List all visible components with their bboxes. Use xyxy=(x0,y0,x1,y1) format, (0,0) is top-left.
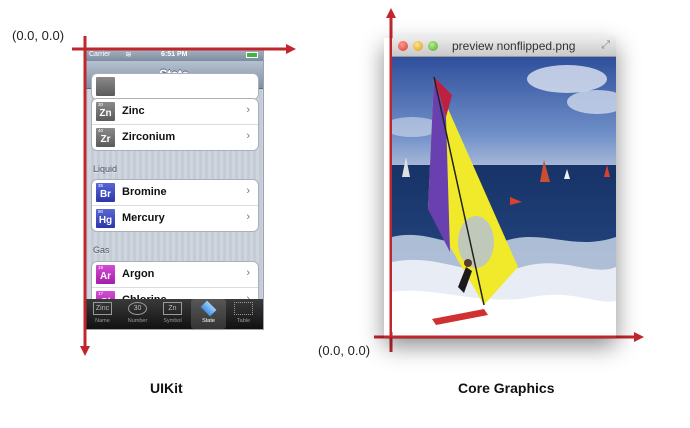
element-tile: 18 Ar xyxy=(96,265,115,284)
element-tile xyxy=(96,77,115,96)
chevron-right-icon: › xyxy=(246,267,250,279)
partial-group xyxy=(91,73,259,100)
preview-window: preview nonflipped.png ⤢ xyxy=(392,36,616,332)
element-tile: 40 Zr xyxy=(96,128,115,147)
section-header-gas: Gas xyxy=(93,245,110,255)
element-symbol: Hg xyxy=(98,215,113,226)
table-row[interactable]: 35 Br Bromine › xyxy=(92,180,258,206)
table-row[interactable]: 30 Zn Zinc › xyxy=(92,99,258,125)
element-name: Argon xyxy=(122,268,155,280)
chevron-right-icon: › xyxy=(246,130,250,142)
element-name: Mercury xyxy=(122,212,165,224)
tab-label: State xyxy=(202,318,215,324)
table-group-solid: 30 Zn Zinc › 40 Zr Zirconium › xyxy=(91,98,259,151)
chevron-right-icon: › xyxy=(246,211,250,223)
element-name: Zirconium xyxy=(122,131,176,143)
uikit-caption: UIKit xyxy=(150,380,183,396)
element-name: Zinc xyxy=(122,105,145,117)
tab-label: Name xyxy=(95,318,110,324)
element-symbol: Ar xyxy=(99,271,112,282)
atomic-number: 17 xyxy=(98,291,104,296)
tab-label: Symbol xyxy=(163,318,182,324)
status-bar: Carrier ≋ 6:51 PM xyxy=(85,49,263,61)
element-tile: 35 Br xyxy=(96,183,115,202)
atomic-number: 18 xyxy=(98,265,104,270)
wifi-icon: ≋ xyxy=(125,50,132,59)
carrier-label: Carrier xyxy=(89,51,111,58)
table-group-liquid: 35 Br Bromine › 80 Hg Mercury › xyxy=(91,179,259,232)
tab-number[interactable]: 30 Number xyxy=(120,299,155,329)
iphone-screen: Carrier ≋ 6:51 PM State 30 Zn Zinc › xyxy=(85,49,263,329)
zoom-button[interactable] xyxy=(428,41,438,51)
table-row[interactable]: 18 Ar Argon › xyxy=(92,262,258,288)
minimize-button[interactable] xyxy=(413,41,423,51)
window-titlebar[interactable]: preview nonflipped.png ⤢ xyxy=(392,36,616,57)
window-title: preview nonflipped.png xyxy=(452,39,576,53)
section-header-liquid: Liquid xyxy=(93,164,118,174)
uikit-origin-label: (0.0, 0.0) xyxy=(12,28,65,43)
element-symbol: Br xyxy=(99,189,112,200)
number-tab-icon: 30 xyxy=(128,302,147,315)
element-tile: 80 Hg xyxy=(96,209,115,228)
chevron-right-icon: › xyxy=(246,185,250,197)
symbol-tab-icon: Zn xyxy=(163,302,182,315)
cg-caption: Core Graphics xyxy=(458,380,555,396)
tab-state[interactable]: State xyxy=(191,299,226,329)
atomic-number: 35 xyxy=(98,183,104,188)
tab-table[interactable]: Table xyxy=(226,299,261,329)
table-tab-icon xyxy=(234,302,253,315)
tab-label: Table xyxy=(236,318,251,324)
atomic-number: 30 xyxy=(98,102,104,107)
tab-label: Number xyxy=(127,318,148,324)
element-tile: 30 Zn xyxy=(96,102,115,121)
table-row[interactable] xyxy=(92,74,258,99)
chevron-right-icon: › xyxy=(246,104,250,116)
tab-name[interactable]: Zinc Name xyxy=(85,299,120,329)
tab-bar: Zinc Name 30 Number Zn Symbol State Tabl… xyxy=(85,299,263,329)
table-row[interactable]: 40 Zr Zirconium › xyxy=(92,125,258,150)
resize-icon[interactable]: ⤢ xyxy=(601,39,610,51)
clock-label: 6:51 PM xyxy=(161,51,188,58)
element-name: Bromine xyxy=(122,186,167,198)
tab-symbol[interactable]: Zn Symbol xyxy=(155,299,190,329)
windsurfer-photo xyxy=(392,57,616,332)
battery-icon xyxy=(246,52,258,58)
atomic-number: 40 xyxy=(98,128,104,133)
element-symbol: Zr xyxy=(100,134,111,145)
element-symbol: Zn xyxy=(99,108,112,119)
grouped-table[interactable]: 30 Zn Zinc › 40 Zr Zirconium › Liquid 35 xyxy=(85,73,263,314)
cg-origin-label: (0.0, 0.0) xyxy=(318,343,371,358)
table-row[interactable]: 80 Hg Mercury › xyxy=(92,206,258,231)
atomic-number: 80 xyxy=(98,209,104,214)
name-tab-icon: Zinc xyxy=(93,302,112,315)
close-button[interactable] xyxy=(398,41,408,51)
